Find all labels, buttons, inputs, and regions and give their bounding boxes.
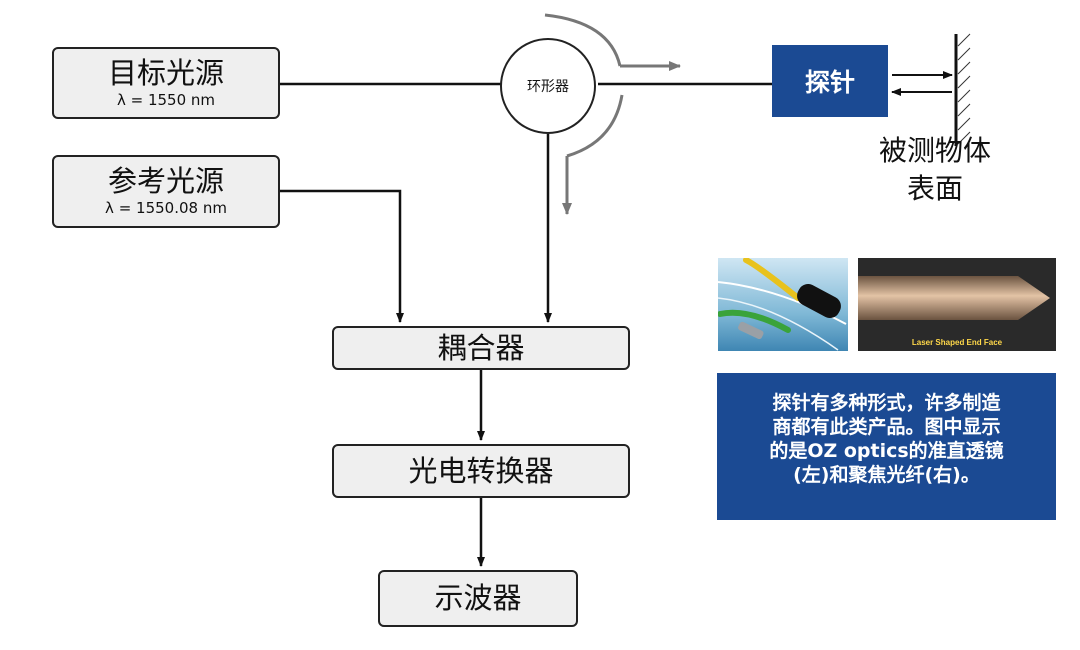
collimator-photo	[718, 258, 848, 351]
target-source-box: 目标光源 λ = 1550 nm	[52, 47, 280, 119]
focusing-fiber-photo: Laser Shaped End Face	[858, 258, 1056, 351]
probe-box: 探针	[772, 45, 888, 117]
photodetector-label: 光电转换器	[408, 454, 554, 488]
note-line-3: 的是OZ optics的准直透镜	[769, 440, 1004, 462]
reference-source-box: 参考光源 λ = 1550.08 nm	[52, 155, 280, 228]
note-line-4: (左)和聚焦光纤(右)。	[793, 464, 980, 486]
oscilloscope-label: 示波器	[434, 581, 522, 615]
line-reference-to-coupler	[280, 189, 404, 323]
guide-arc-bottom	[566, 94, 624, 158]
circulator-label: 环形器	[527, 79, 569, 95]
reference-source-label: 参考光源	[107, 164, 224, 198]
coupler-label: 耦合器	[437, 331, 525, 365]
reference-source-wavelength: λ = 1550.08 nm	[105, 199, 227, 217]
photodetector-box: 光电转换器	[332, 444, 630, 498]
coupler-box: 耦合器	[332, 326, 630, 370]
probe-label: 探针	[804, 68, 855, 97]
target-source-wavelength: λ = 1550 nm	[116, 91, 216, 109]
circulator-node: 环形器	[500, 38, 596, 134]
target-source-label: 目标光源	[107, 56, 224, 90]
oscilloscope-box: 示波器	[378, 570, 578, 627]
guide-arc-top	[544, 13, 622, 67]
note-line-1: 探针有多种形式，许多制造	[772, 392, 1001, 414]
photo-caption: Laser Shaped End Face	[911, 338, 1003, 347]
surface-label-line1: 被测物体	[878, 134, 991, 167]
collimator-illustration	[718, 258, 847, 351]
probe-note-box: 探针有多种形式，许多制造 商都有此类产品。图中显示 的是OZ optics的准直…	[717, 373, 1056, 520]
note-line-2: 商都有此类产品。图中显示	[772, 416, 1001, 438]
measured-surface	[954, 33, 971, 146]
surface-label: 被测物体 表面	[835, 132, 1035, 208]
focusing-fiber-illustration	[858, 276, 1050, 320]
surface-label-line2: 表面	[906, 172, 963, 205]
